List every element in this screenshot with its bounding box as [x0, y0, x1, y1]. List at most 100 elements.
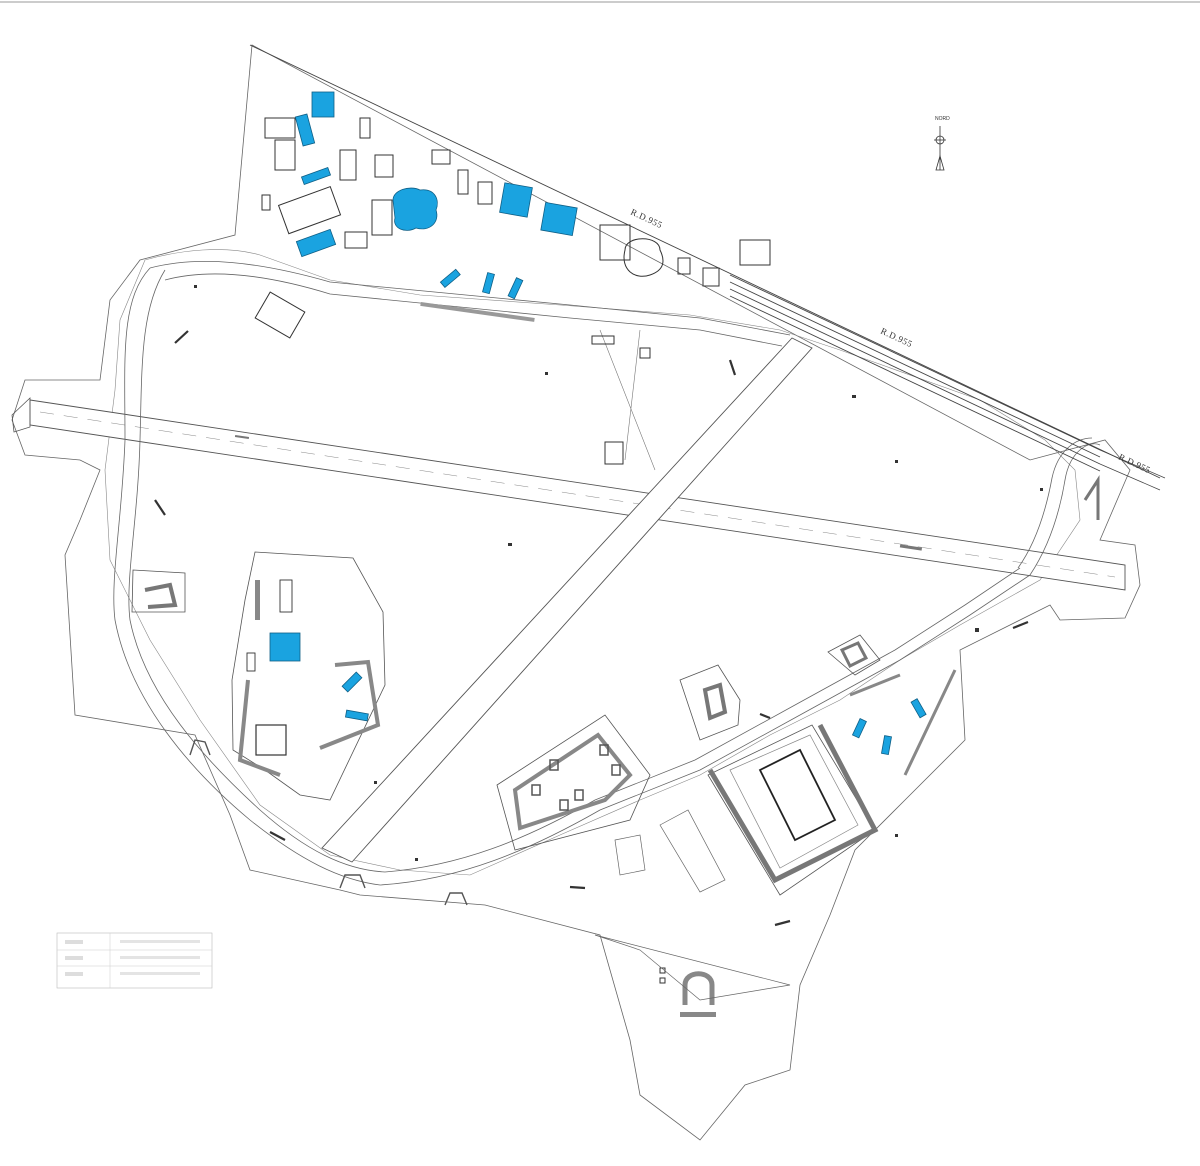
- building: [599, 224, 631, 261]
- perimeter-taxiway-south: [379, 574, 1031, 886]
- north-taxiway: [149, 261, 791, 336]
- beacon: [728, 359, 737, 376]
- pad-revetment: [702, 682, 728, 721]
- building: [591, 335, 615, 345]
- revetment-bay: [559, 799, 569, 811]
- small-structure: [194, 285, 197, 288]
- compound-fence: [231, 551, 386, 801]
- revetment-bay: [611, 764, 621, 776]
- threshold-marking: [234, 434, 250, 440]
- site-boundary: [11, 44, 1141, 1141]
- building: [254, 291, 306, 339]
- apron-strip: [420, 301, 535, 322]
- parcel: [594, 934, 791, 1001]
- highlighted-building: [507, 277, 524, 300]
- highlighted-building: [300, 166, 332, 186]
- small-structure: [374, 781, 377, 784]
- complex-inner: [729, 734, 859, 869]
- gate: [444, 892, 468, 906]
- north-arrow-head: [935, 154, 945, 171]
- building: [431, 149, 451, 165]
- west-compound: [231, 551, 386, 801]
- road-edge: [249, 44, 1161, 479]
- west-ammo-pad: [131, 569, 186, 613]
- east-blast-pad: [1083, 474, 1100, 520]
- highlighted-building: [482, 272, 495, 295]
- highlighted-buildings-north: [294, 91, 578, 300]
- small-structure: [895, 460, 898, 463]
- legend-swatch: [120, 972, 200, 975]
- inner-boundary: [104, 249, 1081, 876]
- north-building-area: [254, 117, 771, 465]
- perimeter-taxiway-east: [1029, 443, 1101, 576]
- north-taxiway-inner: [164, 273, 783, 347]
- highlighted-building: [910, 698, 927, 719]
- pad-revetment: [849, 669, 957, 776]
- small-structure: [415, 858, 418, 861]
- beacon-symbols: [154, 330, 1029, 927]
- small-structure: [508, 543, 512, 546]
- compound-strip: [255, 580, 260, 620]
- south-hangar-complex: [707, 723, 879, 896]
- road-label: R.D.955: [1117, 452, 1152, 475]
- road-label: R.D.955: [629, 207, 664, 230]
- road-edge: [729, 274, 1101, 451]
- small-structure: [895, 834, 898, 837]
- highlighted-building: [295, 228, 337, 258]
- revetment-bay: [549, 759, 559, 771]
- pad-outline: [827, 634, 881, 676]
- road-edge: [729, 288, 1101, 465]
- u-revetment: [682, 971, 715, 1005]
- hardstand-fence: [496, 714, 651, 851]
- main-hangar: [758, 748, 837, 842]
- road-edge: [729, 281, 1101, 458]
- building: [639, 347, 651, 359]
- legend-swatch: [120, 956, 200, 959]
- parcel: [659, 809, 726, 893]
- building: [359, 117, 371, 139]
- building: [277, 186, 342, 235]
- compound-revetment: [237, 679, 281, 777]
- runway-centerline: [39, 411, 1116, 578]
- gate: [339, 874, 366, 889]
- building: [344, 231, 368, 249]
- highlighted-building: [851, 718, 867, 739]
- legend-frame: [56, 932, 213, 989]
- runway-west-end: [11, 397, 31, 433]
- small-structure: [659, 977, 666, 984]
- complex-taxilane: [707, 723, 879, 884]
- small-structure: [975, 628, 979, 632]
- beacon: [774, 919, 791, 927]
- building: [371, 199, 393, 236]
- small-structure: [1040, 488, 1043, 491]
- road-edge: [729, 295, 1101, 472]
- south-parcels: [594, 809, 791, 1001]
- revetment-bay: [531, 784, 541, 796]
- pad-revetment: [839, 641, 869, 669]
- road-label: R.D.955: [879, 326, 914, 349]
- perimeter-taxiway-east-inner: [1017, 437, 1093, 569]
- perimeter-taxiway-west: [113, 267, 381, 886]
- compound-building-blue: [269, 632, 301, 662]
- highlighted-building: [881, 735, 892, 756]
- legend-swatch: [65, 940, 83, 944]
- building: [261, 194, 271, 211]
- apron-road: [599, 329, 656, 471]
- north-arrow-label: NORD: [935, 116, 950, 122]
- revetment-bay: [574, 789, 584, 801]
- building: [264, 117, 296, 139]
- compound-building-blue: [345, 709, 369, 722]
- u-revetment-base: [680, 1012, 716, 1017]
- parcel: [614, 834, 646, 876]
- highlighted-building: [499, 182, 533, 218]
- compound-building: [279, 579, 293, 613]
- southeast-pads: [679, 634, 957, 776]
- south-u-revetment: [659, 967, 716, 1017]
- building: [739, 239, 771, 266]
- legend-swatch: [65, 972, 83, 976]
- building: [374, 154, 394, 178]
- gate: [189, 739, 211, 756]
- building: [677, 257, 691, 275]
- perimeter-taxiway-west-inner: [128, 269, 386, 873]
